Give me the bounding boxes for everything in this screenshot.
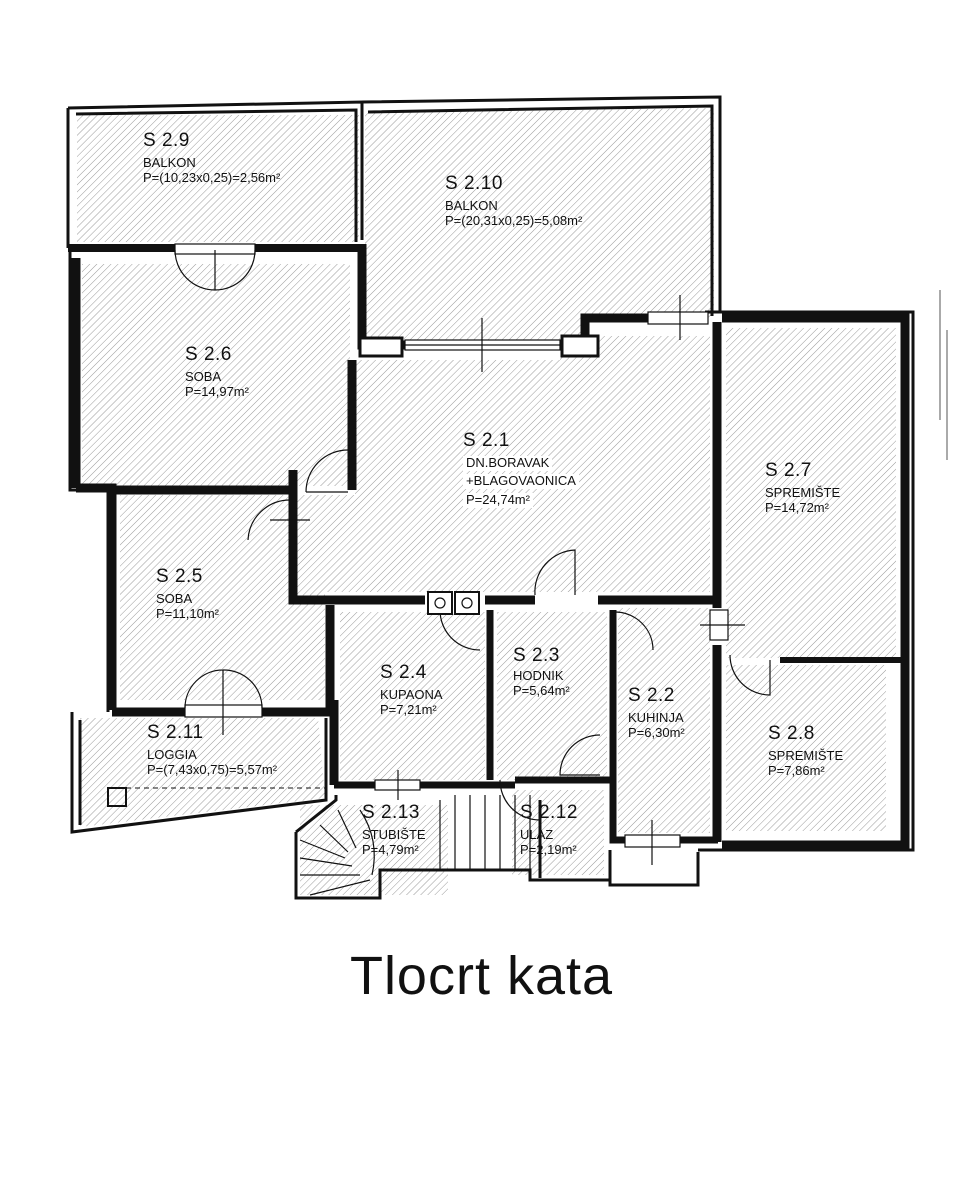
room-area: P=7,21m²	[380, 701, 437, 717]
room-label-s-2-6: S 2.6 SOBA P=14,97m²	[185, 344, 249, 400]
doors-and-windows	[174, 243, 771, 865]
room-area: P=2,19m²	[520, 841, 577, 857]
room-code: S 2.8	[768, 723, 815, 744]
room-name: BALKON	[445, 197, 498, 213]
room-code: S 2.13	[362, 802, 420, 823]
room-area: P=11,10m²	[156, 605, 219, 621]
room-area: P=6,30m²	[628, 724, 685, 740]
room-label-s-2-1: S 2.1 DN.BORAVAK +BLAGOVAONICA P=24,74m²	[463, 430, 579, 509]
room-area: P=(10,23x0,25)=2,56m²	[143, 169, 281, 185]
room-s-2-4-fill	[340, 612, 485, 780]
room-label-s-2-4: S 2.4 KUPAONA P=7,21m²	[380, 662, 443, 718]
walls	[66, 95, 915, 900]
room-name: SPREMIŠTE	[768, 747, 844, 763]
plan-title: Tlocrt kata	[349, 946, 614, 1006]
stairs	[299, 795, 531, 896]
room-name: KUPAONA	[380, 686, 443, 702]
room-s-2-3-fill	[497, 612, 607, 780]
room-label-s-2-13: S 2.13 STUBIŠTE P=4,79m²	[362, 802, 426, 858]
room-code: S 2.9	[143, 130, 190, 151]
room-label-s-2-7: S 2.7 SPREMIŠTE P=14,72m²	[765, 460, 840, 516]
room-name: LOGGIA	[147, 746, 197, 762]
room-name-2: +BLAGOVAONICA	[463, 473, 579, 490]
room-name: KUHINJA	[628, 709, 684, 725]
edge-marks	[939, 290, 948, 460]
room-code: S 2.1	[463, 430, 510, 451]
room-name: SPREMIŠTE	[765, 484, 841, 500]
room-label-s-2-8: S 2.8 SPREMIŠTE P=7,86m²	[768, 723, 843, 779]
room-name: SOBA	[156, 590, 193, 606]
room-s-2-10-fill	[365, 108, 714, 342]
room-area: P=24,74m²	[463, 492, 533, 508]
room-label-s-2-9: S 2.9 BALKON P=(10,23x0,25)=2,56m²	[143, 130, 280, 186]
room-area: P=14,72m²	[765, 499, 829, 515]
room-name: ULAZ	[520, 826, 554, 842]
room-code: S 2.7	[765, 460, 812, 481]
room-label-s-2-2: S 2.2 KUHINJA P=6,30m²	[628, 685, 685, 741]
room-fills	[77, 108, 896, 895]
room-name: HODNIK	[513, 667, 564, 683]
room-s-2-8-fill	[726, 665, 886, 831]
room-code: S 2.3	[513, 645, 560, 666]
room-area: P=(20,31x0,25)=5,08m²	[445, 212, 583, 228]
room-s-2-11-fill	[80, 718, 325, 827]
room-code: S 2.4	[380, 662, 427, 683]
room-code: S 2.5	[156, 566, 203, 587]
room-label-s-2-5: S 2.5 SOBA P=11,10m²	[156, 566, 219, 622]
room-code: S 2.12	[520, 802, 578, 823]
room-s-2-2-fill	[618, 608, 710, 833]
room-label-s-2-11: S 2.11 LOGGIA P=(7,43x0,75)=5,57m²	[147, 722, 277, 778]
room-label-s-2-3: S 2.3 HODNIK P=5,64m²	[513, 645, 570, 699]
room-s-2-6-fill	[82, 264, 350, 486]
room-code: S 2.2	[628, 685, 675, 706]
room-area: P=4,79m²	[362, 841, 419, 857]
room-area: P=7,86m²	[768, 762, 825, 778]
room-code: S 2.6	[185, 344, 232, 365]
room-name: BALKON	[143, 154, 196, 170]
room-label-s-2-10: S 2.10 BALKON P=(20,31x0,25)=5,08m²	[445, 173, 582, 229]
room-s-2-12-fill	[512, 790, 604, 875]
room-s-2-9-fill	[77, 115, 359, 242]
room-name: SOBA	[185, 368, 222, 384]
room-area: P=5,64m²	[513, 682, 570, 698]
room-code: S 2.11	[147, 722, 204, 743]
room-name: DN.BORAVAK	[463, 455, 553, 471]
room-label-s-2-12: S 2.12 ULAZ P=2,19m²	[520, 802, 578, 858]
room-area: P=14,97m²	[185, 383, 249, 399]
room-s-2-7-fill	[726, 328, 896, 658]
room-name: STUBIŠTE	[362, 826, 426, 842]
room-area: P=(7,43x0,75)=5,57m²	[147, 761, 278, 777]
room-code: S 2.10	[445, 173, 503, 194]
